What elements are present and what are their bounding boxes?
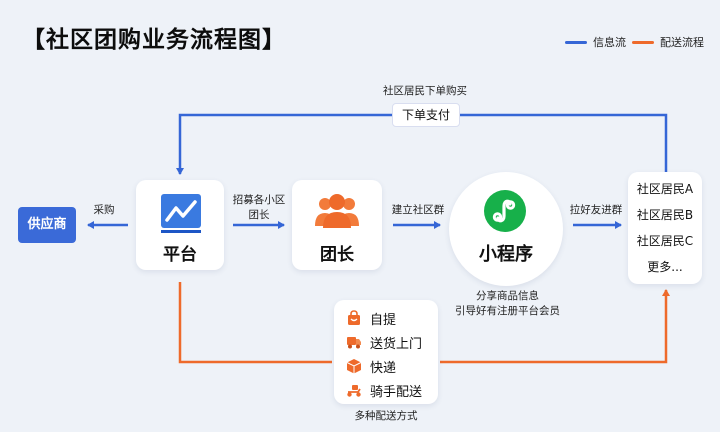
page-title: 【社区团购业务流程图】 xyxy=(22,27,286,53)
parcel-box-icon xyxy=(346,359,362,374)
legend-delivery: 配送流程 xyxy=(632,34,704,50)
label-recruit-line2: 团长 xyxy=(248,209,270,221)
legend-info: 信息流 xyxy=(565,34,626,50)
shopping-bag-icon xyxy=(348,310,360,325)
miniprogram-icon xyxy=(484,190,526,232)
node-miniprogram: 小程序 xyxy=(449,172,563,286)
label-share: 分享商品信息 引导好有注册平台会员 xyxy=(440,289,575,319)
delivery-methods-card: 自提 送货上门 快递 骑手配送 xyxy=(334,300,438,404)
resident-b: 社区居民B xyxy=(636,208,694,222)
resident-c: 社区居民C xyxy=(636,234,694,248)
label-recruit: 招募各小区 团长 xyxy=(231,193,287,223)
delivery-method-pickup: 自提 xyxy=(346,306,438,330)
delivery-method-home: 送货上门 xyxy=(346,330,438,354)
platform-label: 平台 xyxy=(163,245,197,265)
delivery-method-rider: 骑手配送 xyxy=(346,378,438,402)
legend-delivery-label: 配送流程 xyxy=(660,36,704,49)
chart-icon xyxy=(161,194,201,228)
edge-delivery-left xyxy=(178,282,332,364)
resident-a: 社区居民A xyxy=(636,182,694,196)
legend-delivery-swatch xyxy=(632,40,654,44)
label-recruit-line1: 招募各小区 xyxy=(232,194,286,206)
delivery-truck-icon xyxy=(347,337,361,349)
leader-label: 团长 xyxy=(320,245,354,265)
label-build-group: 建立社区群 xyxy=(391,204,445,216)
label-order-purchase: 社区居民下单购买 xyxy=(383,85,467,97)
label-purchase: 采购 xyxy=(93,204,115,216)
node-residents: 社区居民A 社区居民B 社区居民C 更多... xyxy=(628,172,702,284)
label-share-line1: 分享商品信息 xyxy=(476,290,539,302)
chart-icon-base xyxy=(161,230,201,233)
delivery-caption: 多种配送方式 xyxy=(354,410,418,422)
legend-info-label: 信息流 xyxy=(593,36,626,49)
edge-delivery-right xyxy=(440,289,670,364)
label-invite: 拉好友进群 xyxy=(569,204,623,216)
node-supplier: 供应商 xyxy=(18,207,76,243)
miniprogram-label: 小程序 xyxy=(479,244,533,265)
delivery-method-express: 快递 xyxy=(346,354,438,378)
node-platform: 平台 xyxy=(136,180,224,270)
node-leader: 团长 xyxy=(292,180,382,270)
delivery-method-label: 快递 xyxy=(370,360,397,376)
delivery-method-label: 骑手配送 xyxy=(370,384,423,400)
delivery-method-label: 自提 xyxy=(370,312,397,328)
scooter-icon xyxy=(347,385,361,397)
resident-more: 更多... xyxy=(647,260,683,274)
legend-info-swatch xyxy=(565,40,587,44)
delivery-method-label: 送货上门 xyxy=(370,336,423,352)
pay-box: 下单支付 xyxy=(392,103,460,127)
group-people-icon xyxy=(315,194,359,228)
label-share-line2: 引导好有注册平台会员 xyxy=(455,305,560,317)
